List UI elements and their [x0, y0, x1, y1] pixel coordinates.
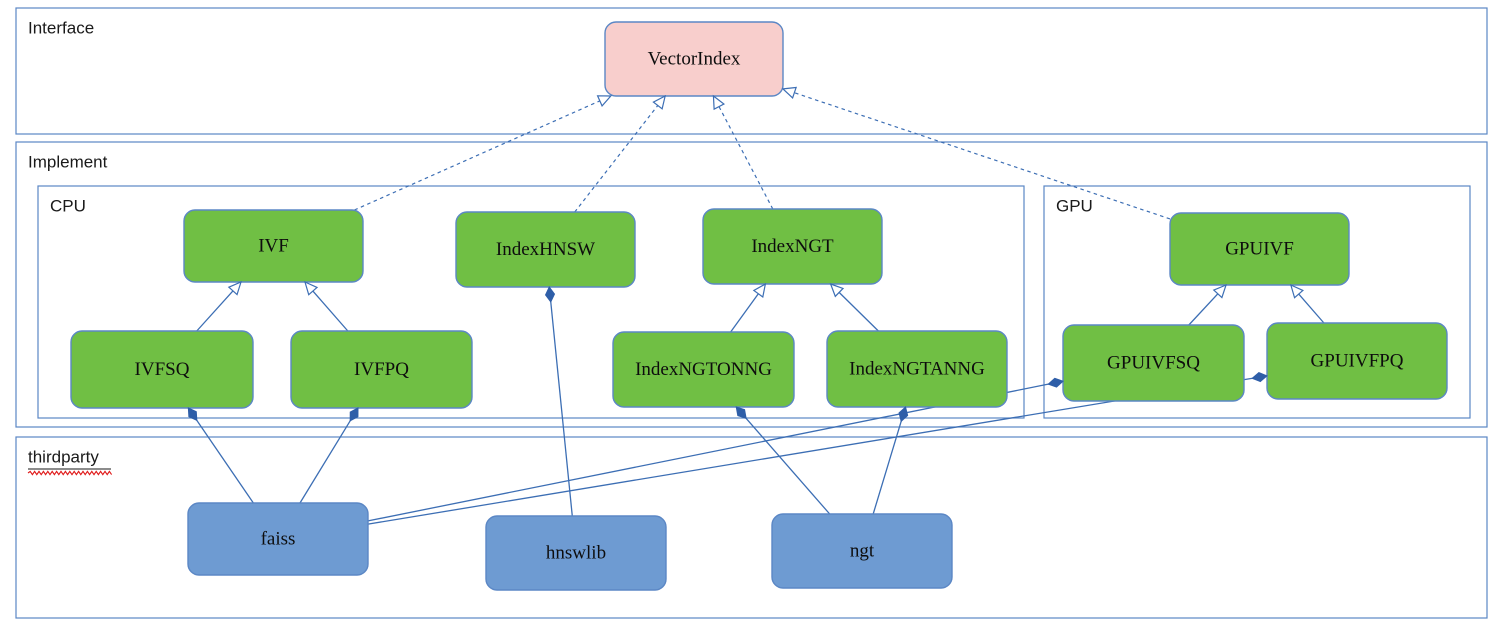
- node-label-ivf: IVF: [258, 235, 289, 256]
- node-gpuivfpq[interactable]: GPUIVFPQ: [1266, 322, 1448, 400]
- node-box-gpuivf[interactable]: [1169, 212, 1350, 286]
- connector-e-faiss-gpuivfpq: [367, 377, 1254, 525]
- node-box-indexngtanng[interactable]: [826, 330, 1008, 408]
- composition-diamond-icon-e-faiss-ivfsq: [187, 407, 198, 422]
- connector-e-gpuivfsq-gpuivf: [1188, 292, 1219, 326]
- node-label-ivfsq: IVFSQ: [135, 359, 190, 380]
- composition-diamond-icon-e-hnswlib-indexhnsw: [544, 286, 556, 303]
- connector-e-ivfpq-ivf: [311, 289, 349, 332]
- connector-e-faiss-ivfsq: [195, 419, 254, 504]
- composition-diamond-icon-e-faiss-gpuivfsq: [1047, 377, 1064, 388]
- connector-e-faiss-ivfpq: [299, 419, 352, 504]
- node-label-hnswlib: hnswlib: [546, 542, 606, 563]
- node-label-indexngt: IndexNGT: [751, 236, 834, 257]
- node-box-indexhnsw[interactable]: [455, 211, 636, 288]
- connector-e-ivfsq-ivf: [196, 289, 235, 332]
- node-hnswlib[interactable]: hnswlib: [485, 515, 667, 591]
- connector-e-anng-indexngt: [838, 291, 879, 332]
- group-label-interface: Interface: [28, 18, 94, 37]
- arrowhead-hollow-triangle-icon-e-gpuivf-vectorindex: [781, 86, 798, 100]
- node-ngt[interactable]: ngt: [771, 513, 953, 589]
- arrowhead-hollow-triangle-icon-e-ivf-vectorindex: [596, 95, 613, 108]
- node-box-vectorindex[interactable]: [604, 21, 784, 97]
- connector-e-ivf-vectorindex: [354, 99, 601, 211]
- node-ivfsq[interactable]: IVFSQ: [70, 330, 254, 409]
- node-label-ivfpq: IVFPQ: [354, 359, 409, 380]
- group-label-thirdparty: thirdparty: [28, 447, 99, 466]
- node-box-hnswlib[interactable]: [485, 515, 667, 591]
- node-box-ivfsq[interactable]: [70, 330, 254, 409]
- node-gpuivfsq[interactable]: GPUIVFSQ: [1062, 324, 1245, 402]
- node-box-indexngtonng[interactable]: [612, 331, 795, 408]
- connector-e-hnswlib-indexhnsw: [550, 300, 573, 517]
- connector-e-onng-indexngt: [730, 292, 760, 333]
- node-box-gpuivfsq[interactable]: [1062, 324, 1245, 402]
- edge-markers-layer: [187, 86, 1304, 423]
- node-ivfpq[interactable]: IVFPQ: [290, 330, 473, 409]
- node-label-indexngtonng: IndexNGTONNG: [635, 359, 772, 380]
- node-box-ivfpq[interactable]: [290, 330, 473, 409]
- node-ivf[interactable]: IVF: [183, 209, 364, 283]
- composition-diamond-icon-e-ngt-anng: [898, 406, 909, 423]
- node-box-ngt[interactable]: [771, 513, 953, 589]
- arrowhead-hollow-triangle-icon-e-ngt-vectorindex: [712, 94, 726, 111]
- composition-diamond-icon-e-faiss-gpuivfpq: [1251, 372, 1268, 383]
- node-box-ivf[interactable]: [183, 209, 364, 283]
- composition-diamond-icon-e-faiss-ivfpq: [349, 407, 359, 422]
- node-label-gpuivfpq: GPUIVFPQ: [1311, 350, 1404, 371]
- node-box-indexngt[interactable]: [702, 208, 883, 285]
- arrowhead-hollow-triangle-icon-e-hnsw-vectorindex: [652, 94, 667, 110]
- node-indexngtanng[interactable]: IndexNGTANNG: [826, 330, 1008, 408]
- node-label-gpuivf: GPUIVF: [1225, 238, 1294, 259]
- node-label-ngt: ngt: [850, 540, 875, 561]
- arrowhead-hollow-triangle-icon-e-ivfsq-ivf: [227, 280, 242, 296]
- node-box-faiss[interactable]: [187, 502, 369, 576]
- composition-diamond-icon-e-ngt-onng: [735, 406, 747, 420]
- connector-e-hnsw-vectorindex: [574, 104, 659, 213]
- connector-e-gpuivfpq-gpuivf: [1297, 292, 1325, 324]
- arrowhead-hollow-triangle-icon-e-ivfpq-ivf: [304, 280, 319, 296]
- connector-e-ngt-anng: [872, 420, 903, 515]
- node-label-gpuivfsq: GPUIVFSQ: [1107, 352, 1200, 373]
- arrowhead-hollow-triangle-icon-e-gpuivfpq-gpuivf: [1289, 283, 1304, 299]
- node-indexngt[interactable]: IndexNGT: [702, 208, 883, 285]
- connector-e-gpuivf-vectorindex: [793, 91, 1171, 220]
- arrowhead-hollow-triangle-icon-e-gpuivfsq-gpuivf: [1212, 283, 1228, 299]
- node-label-faiss: faiss: [261, 528, 296, 549]
- arrowhead-hollow-triangle-icon-e-onng-indexngt: [752, 282, 767, 298]
- node-box-gpuivfpq[interactable]: [1266, 322, 1448, 400]
- arrowhead-hollow-triangle-icon-e-anng-indexngt: [829, 282, 845, 298]
- node-faiss[interactable]: faiss: [187, 502, 369, 576]
- connectors-layer: [195, 91, 1325, 525]
- connector-e-ngt-vectorindex: [718, 105, 774, 210]
- node-indexngtonng[interactable]: IndexNGTONNG: [612, 331, 795, 408]
- node-label-indexngtanng: IndexNGTANNG: [849, 358, 985, 379]
- spellcheck-squiggle-thirdparty: [27, 470, 113, 476]
- node-gpuivf[interactable]: GPUIVF: [1169, 212, 1350, 286]
- group-label-implement: Implement: [28, 152, 108, 171]
- node-vectorindex[interactable]: VectorIndex: [604, 21, 784, 97]
- group-label-cpu: CPU: [50, 196, 86, 215]
- connector-e-ngt-onng: [744, 416, 831, 515]
- node-label-indexhnsw: IndexHNSW: [496, 239, 595, 260]
- group-label-gpu: GPU: [1056, 196, 1093, 215]
- node-label-vectorindex: VectorIndex: [648, 48, 741, 69]
- node-indexhnsw[interactable]: IndexHNSW: [455, 211, 636, 288]
